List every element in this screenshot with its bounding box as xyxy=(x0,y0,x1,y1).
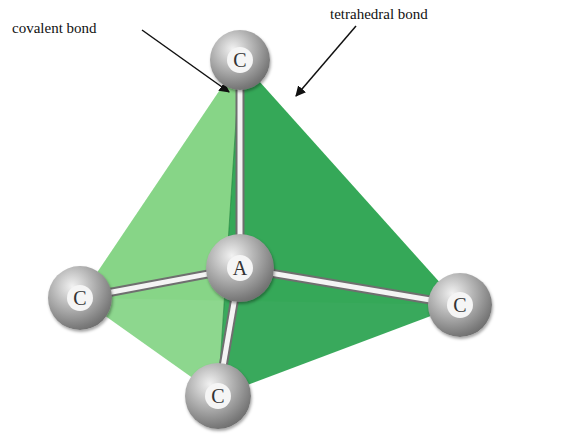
atom-symbol: C xyxy=(227,47,253,73)
atom-sphere: C xyxy=(185,363,251,429)
atom-symbol: C xyxy=(205,383,231,409)
bond-stick xyxy=(223,300,234,366)
callout-label: tetrahedral bond xyxy=(330,6,428,23)
atom-sphere: C xyxy=(210,30,270,90)
bond-stick xyxy=(109,274,208,293)
bond-outline xyxy=(223,300,234,366)
bond-outline xyxy=(109,274,208,293)
bond-outline xyxy=(272,273,431,300)
atom-sphere: C xyxy=(48,266,112,330)
bond-core xyxy=(109,274,208,293)
atom-sphere: A xyxy=(206,234,274,302)
bond-core xyxy=(223,300,234,366)
left-face xyxy=(80,60,240,396)
bond-stick xyxy=(240,88,241,236)
leader-arrow xyxy=(296,26,356,96)
bond-stick xyxy=(272,273,431,300)
bond-outline xyxy=(236,88,245,236)
right-face xyxy=(218,60,460,396)
callout-label: covalent bond xyxy=(12,20,97,37)
bond-core xyxy=(272,273,431,300)
atom-symbol: C xyxy=(447,292,473,318)
atom-sphere: C xyxy=(428,273,492,337)
bond-core xyxy=(238,88,243,236)
atom-symbol: A xyxy=(227,255,253,281)
front-edge xyxy=(218,60,240,396)
atom-symbol: C xyxy=(67,285,93,311)
